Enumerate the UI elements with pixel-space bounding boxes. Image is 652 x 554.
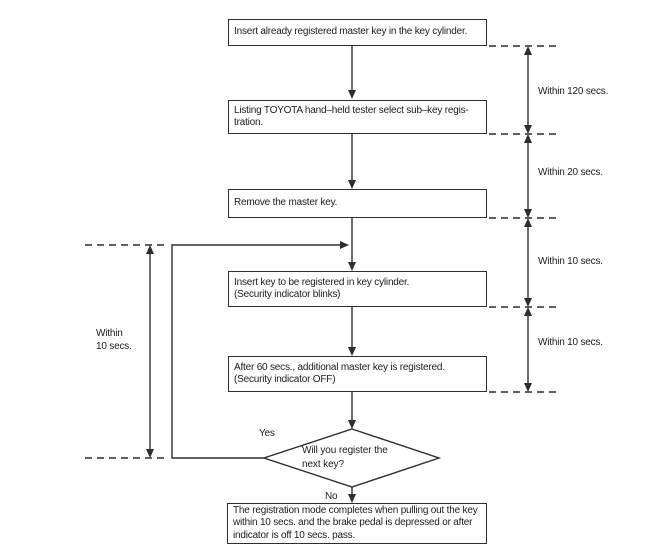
left-timing-bracket	[85, 244, 166, 459]
process-box-key-registered: After 60 secs., additional master key is…	[228, 356, 487, 392]
step-text: The registration mode completes when pul…	[233, 504, 478, 516]
timing-label-20-secs: Within 20 secs.	[538, 167, 603, 178]
timing-label-left-line: Within	[96, 328, 123, 339]
process-box-remove-master-key: Remove the master key.	[228, 189, 487, 218]
yes-branch-label: Yes	[259, 428, 275, 439]
step-text: (Security indicator OFF)	[234, 374, 336, 385]
timing-label-120-secs: Within 120 secs.	[538, 86, 609, 97]
feedback-loop-line	[171, 244, 341, 459]
timing-label-10-secs-a: Within 10 secs.	[538, 256, 603, 267]
decision-text-line: next key?	[302, 459, 344, 470]
step-text: Listing TOYOTA hand–held tester select s…	[234, 104, 469, 116]
arrowheads	[146, 46, 532, 503]
timing-label-10-secs-b: Within 10 secs.	[538, 337, 603, 348]
step-text: (Security indicator blinks)	[234, 289, 341, 300]
process-box-registration-complete: The registration mode completes when pul…	[227, 503, 487, 544]
step-text: within 10 secs. and the brake pedal is d…	[233, 517, 473, 529]
timing-label-left-10-secs: Within 10 secs.	[96, 327, 132, 353]
process-box-select-sub-key-registration: Listing TOYOTA hand–held tester select s…	[228, 100, 487, 134]
decision-diamond-shape	[261, 428, 442, 488]
step-text: indicator is off 10 secs. pass.	[233, 529, 356, 541]
step-text: tration.	[234, 117, 263, 128]
step-text: After 60 secs., additional master key is…	[234, 361, 445, 373]
process-box-insert-master-key: Insert already registered master key in …	[228, 19, 487, 46]
no-branch-label: No	[325, 491, 338, 502]
decision-label: Will you register the next key?	[302, 444, 388, 472]
step-text: Insert key to be registered in key cylin…	[234, 276, 410, 288]
step-text: Remove the master key.	[234, 197, 338, 209]
step-text: Insert already registered master key in …	[234, 26, 468, 38]
timing-label-left-line: 10 secs.	[96, 341, 132, 352]
decision-text-line: Will you register the	[302, 445, 388, 456]
process-box-insert-new-key: Insert key to be registered in key cylin…	[228, 271, 487, 307]
